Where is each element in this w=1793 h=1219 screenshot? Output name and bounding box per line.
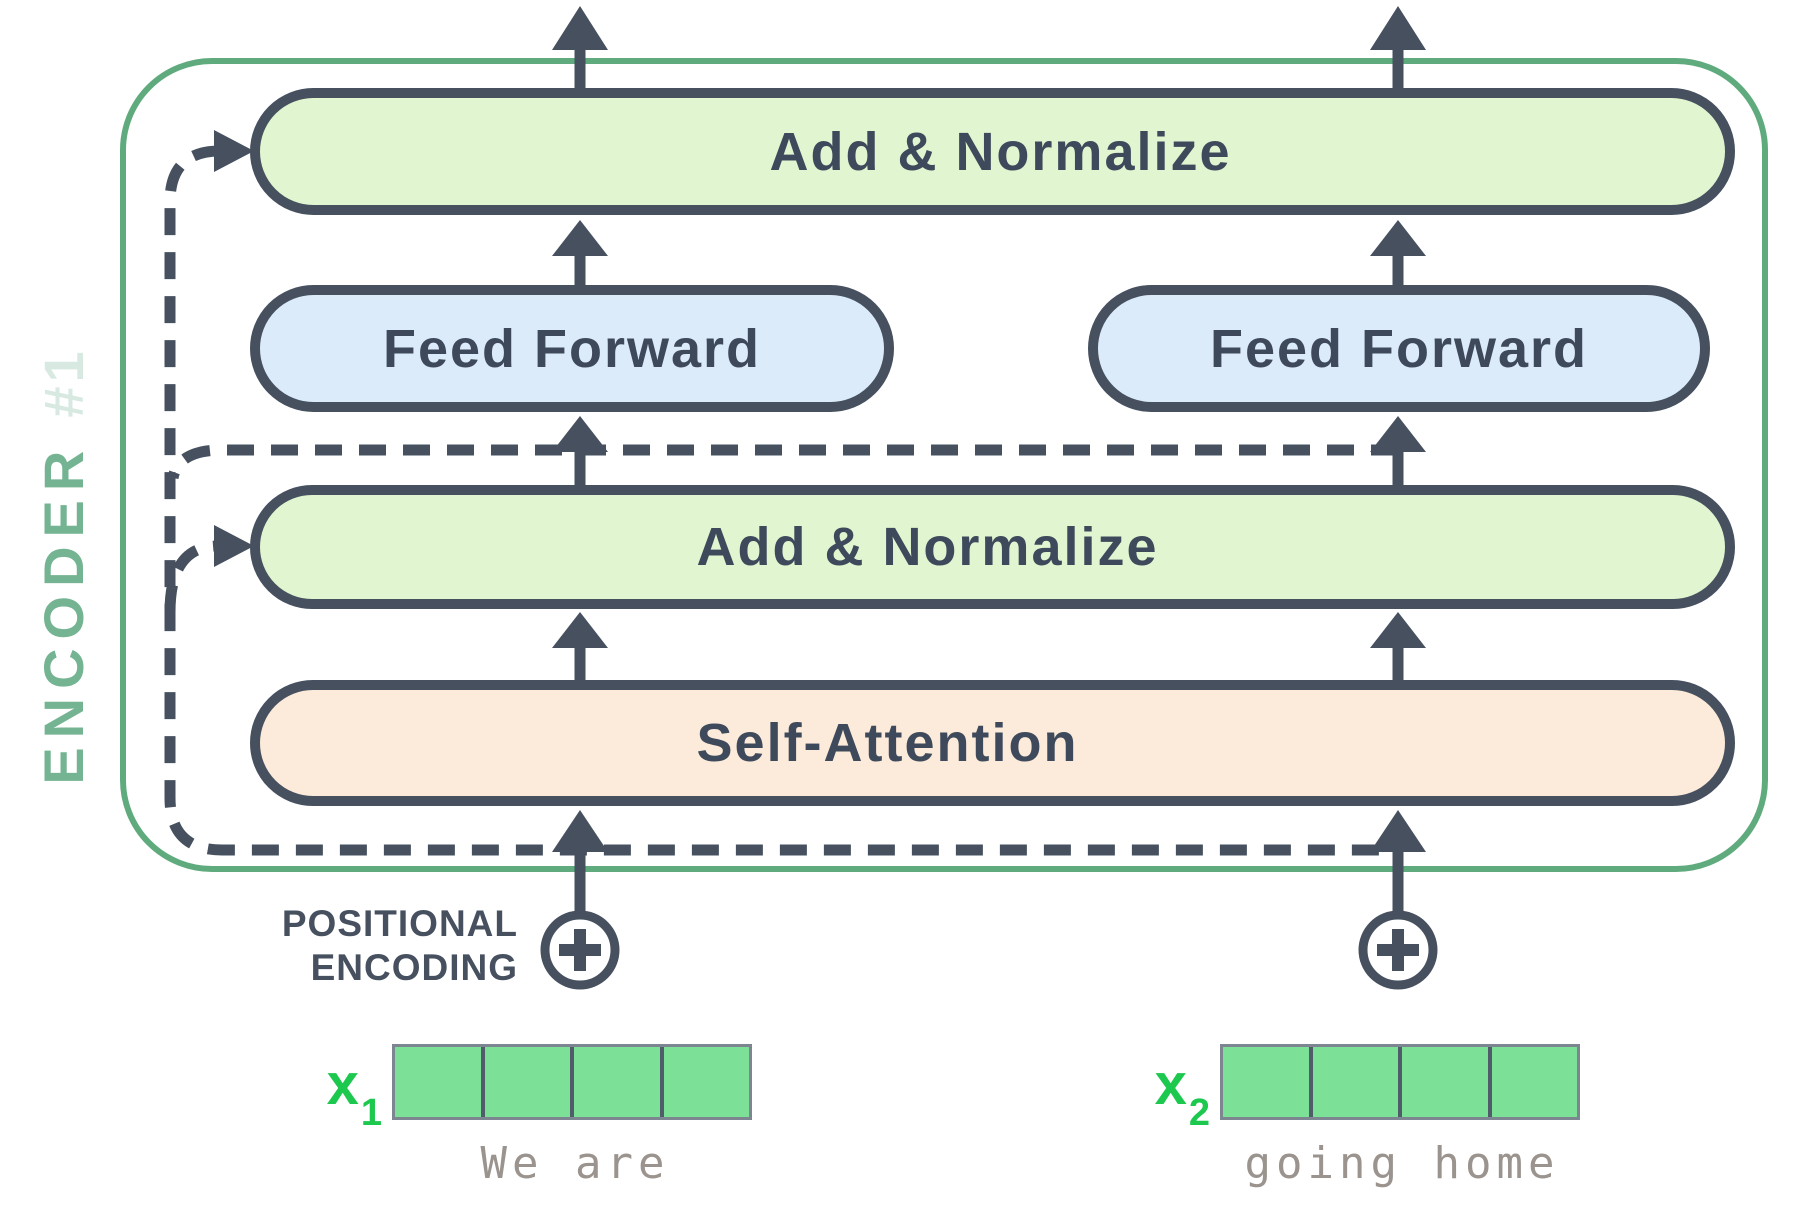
vector-cell: [1491, 1047, 1577, 1117]
x-symbol: x: [1154, 1052, 1187, 1117]
x-subscript: 2: [1188, 1091, 1210, 1134]
block-label: Add & Normalize: [696, 517, 1159, 577]
block-add-normalize-mid: Add & Normalize: [250, 485, 1735, 609]
block-feed-forward-left: Feed Forward: [250, 285, 894, 412]
encoder-label: ENCODER #1: [28, 216, 98, 916]
vector-cell: [1223, 1047, 1313, 1117]
x-symbol: x: [326, 1052, 359, 1117]
vector-cell: [574, 1047, 664, 1117]
vector-cell: [484, 1047, 574, 1117]
encoder-label-text: ENCODER: [31, 441, 95, 785]
input-label-x2: x2: [1108, 1056, 1210, 1132]
input-label-x1: x1: [280, 1056, 382, 1132]
x-subscript: 1: [360, 1091, 382, 1134]
block-label: Self-Attention: [696, 713, 1079, 773]
block-label: Feed Forward: [382, 318, 762, 379]
encoder-frame: [120, 58, 1768, 872]
block-label: Add & Normalize: [769, 121, 1232, 182]
block-label: Feed Forward: [1209, 318, 1589, 379]
input-words-right: going home: [1244, 1138, 1560, 1189]
plus-circle-icon-left: [540, 910, 620, 990]
block-feed-forward-right: Feed Forward: [1088, 285, 1710, 412]
vector-cell: [395, 1047, 485, 1117]
block-self-attention: Self-Attention: [250, 680, 1735, 806]
positional-add-icons: [540, 910, 1438, 990]
plus-circle-icon-right: [1358, 910, 1438, 990]
embedding-vector-x1: [392, 1044, 752, 1120]
positional-encoding-line2: ENCODING: [310, 946, 518, 988]
vector-cell: [663, 1047, 749, 1117]
vector-cell: [1402, 1047, 1492, 1117]
embedding-vector-x2: [1220, 1044, 1580, 1120]
block-add-normalize-top: Add & Normalize: [250, 88, 1735, 215]
encoder-number: #1: [31, 347, 95, 418]
positional-encoding-line1: POSITIONAL: [281, 903, 518, 944]
positional-encoding-label: POSITIONAL ENCODING: [180, 902, 518, 989]
input-words-left: We are: [480, 1138, 670, 1189]
vector-cell: [1312, 1047, 1402, 1117]
